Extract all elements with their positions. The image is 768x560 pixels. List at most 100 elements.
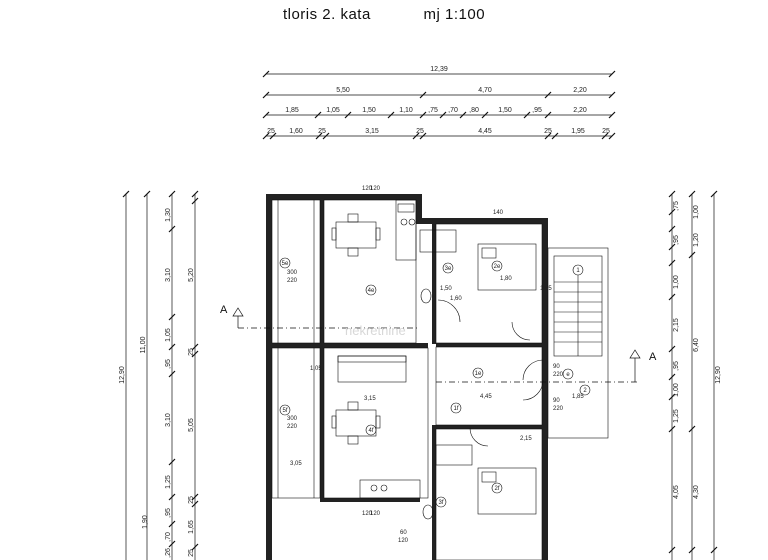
dim-text: 1,25	[673, 409, 680, 423]
dim-text: 1,50	[498, 107, 512, 114]
dim-text: 4,05	[673, 485, 680, 499]
dim-text: 1,20	[693, 233, 700, 247]
dim-text: ,95	[532, 107, 542, 114]
dim-text: 1,10	[399, 107, 413, 114]
plan-label: 120	[362, 186, 373, 192]
dim-text: ,70	[448, 107, 458, 114]
plan-label: 4,45	[480, 394, 492, 400]
dim-text: ,95	[165, 508, 172, 518]
dim-text: 4,30	[693, 485, 700, 499]
dim-text: 4,70	[478, 87, 492, 94]
room-tag: 1	[576, 268, 580, 274]
dim-text: 1,00	[693, 205, 700, 219]
plan-label: 1,60	[450, 296, 462, 302]
plan-label: 3,15	[364, 396, 376, 402]
plan-label: 60	[400, 530, 407, 536]
dim-text: ,26	[165, 548, 172, 558]
dim-text: 1,85	[285, 107, 299, 114]
plan-label: 120	[370, 511, 381, 517]
dim-text: 25	[188, 549, 195, 557]
dim-text: 6,40	[693, 338, 700, 352]
plan-label: 220	[553, 406, 564, 412]
furniture	[331, 199, 544, 520]
room-tag-texts: 5e 4e 3e 2e 1e 5f 4f 3f 2f 1f e 1 2	[282, 261, 588, 506]
dim-text: 1,65	[188, 520, 195, 534]
right-dim-texts: 12,90 6,40 ,75 1,00 ,95 1,20 1,00 2,15 ,…	[673, 201, 722, 499]
watermark: nekretnine	[345, 323, 406, 338]
dim-text: 25	[318, 128, 326, 135]
dim-text: ,80	[469, 107, 479, 114]
section-marker: A	[649, 351, 657, 363]
plan-label: 140	[493, 210, 504, 216]
dim-text: ,95	[673, 361, 680, 371]
dim-text: 12,90	[715, 366, 722, 384]
top-dimension-lines	[262, 70, 616, 140]
dim-text: 1,60	[289, 128, 303, 135]
dim-text: 1,30	[165, 208, 172, 222]
room-tag: 4e	[368, 288, 375, 294]
plan-label: 120	[398, 538, 409, 544]
drawing-title: tloris 2. kata mj 1:100	[0, 6, 768, 23]
dim-text: 1,00	[673, 383, 680, 397]
dim-text: 1,05	[326, 107, 340, 114]
room-tag: 1e	[475, 371, 482, 377]
dim-text: 25	[188, 348, 195, 356]
dim-text: 2,15	[673, 318, 680, 332]
plan-label: 90	[553, 364, 560, 370]
dim-text: 1,25	[165, 475, 172, 489]
plan-label: 1,50	[440, 286, 452, 292]
plan-label: 90	[553, 398, 560, 404]
dim-text: 1,05	[165, 328, 172, 342]
dim-text: 1,95	[571, 128, 585, 135]
scale-text: mj 1:100	[423, 6, 486, 23]
room-tag: 2	[583, 388, 587, 394]
plan-label: 300	[287, 270, 298, 276]
plan-label: 220	[287, 424, 298, 430]
dim-text: 12,90	[119, 366, 126, 384]
room-tag: 5f	[282, 408, 287, 414]
left-dimension-lines	[122, 190, 199, 560]
dim-text: ,75	[673, 201, 680, 211]
dim-text: 1,50	[362, 107, 376, 114]
title-text: tloris 2. kata	[282, 6, 371, 23]
room-tag: 4f	[368, 428, 373, 434]
plan-label: 1,85	[572, 394, 584, 400]
walls	[266, 194, 609, 560]
plan-labels: 300 220 300 220 120 120 140 90 220 90 22…	[287, 186, 584, 544]
plan-label: 3,05	[290, 461, 302, 467]
section-marker: A	[220, 304, 228, 316]
dim-text: 25	[188, 496, 195, 504]
dim-text: ,95	[165, 359, 172, 369]
dim-text: ,70	[165, 532, 172, 542]
plan-label: 1,05	[310, 366, 322, 372]
dim-text: 25	[544, 128, 552, 135]
room-tag: 3e	[445, 266, 452, 272]
plan-label: 220	[287, 278, 298, 284]
left-dim-texts: 12,90 11,00 1,30 3,10 1,05 ,95 3,10 1,25…	[119, 208, 195, 558]
plan-label: 120	[370, 186, 381, 192]
plan-label: 1,80	[500, 276, 512, 282]
plan-label: 120	[362, 511, 373, 517]
dim-text: ,95	[673, 235, 680, 245]
dim-text: 12,39	[430, 66, 448, 73]
room-tag: 1f	[453, 406, 458, 412]
dim-text: 2,20	[573, 87, 587, 94]
dim-text: 3,10	[165, 268, 172, 282]
dim-text: 25	[602, 128, 610, 135]
section-line	[232, 307, 641, 383]
dim-text: 5,20	[188, 268, 195, 282]
dim-text: 4,45	[478, 128, 492, 135]
room-tag: e	[566, 372, 570, 378]
dim-text: 25	[416, 128, 424, 135]
dim-text: 5,50	[336, 87, 350, 94]
dim-text: ,75	[428, 107, 438, 114]
plan-label: 2,15	[520, 436, 532, 442]
dim-text: 1,00	[673, 275, 680, 289]
dim-text: 11,00	[140, 336, 147, 353]
plan-label: 1,65	[540, 286, 552, 292]
plan-label: 300	[287, 416, 298, 422]
plan-label: 220	[553, 372, 564, 378]
dim-text: 5,05	[188, 418, 195, 432]
dim-text: 2,20	[573, 107, 587, 114]
